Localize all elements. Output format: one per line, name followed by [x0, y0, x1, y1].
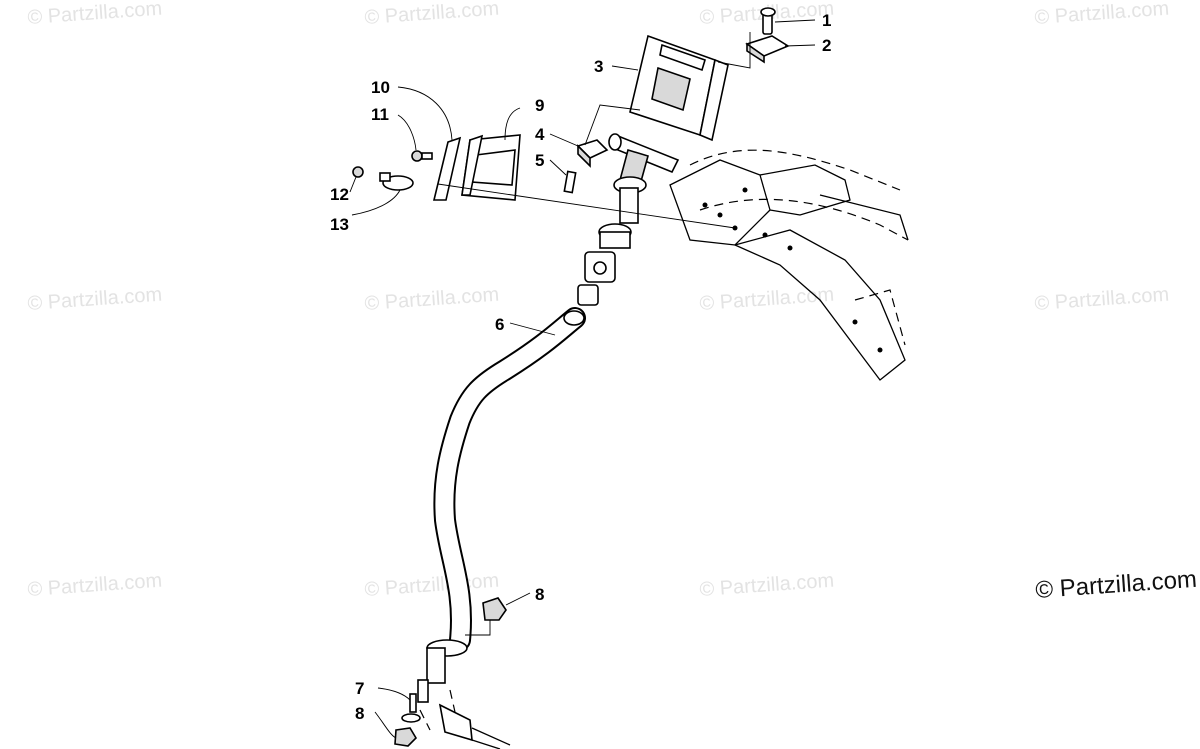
watermark: © Partzilla.com — [699, 570, 835, 601]
callout-6: 6 — [495, 315, 504, 334]
callout-11: 11 — [371, 105, 389, 124]
steering-mount-bracket — [629, 34, 729, 142]
callout-13: 13 — [330, 215, 349, 234]
watermark-grid: © Partzilla.com © Partzilla.com © Partzi… — [27, 0, 1170, 601]
mount-plate — [432, 136, 462, 201]
screw-12 — [352, 166, 364, 178]
upper-column — [598, 187, 639, 249]
callouts: 1 2 3 4 5 6 7 8 8 9 10 11 12 13 — [330, 11, 831, 723]
column-cover — [461, 134, 521, 201]
washer — [401, 713, 421, 723]
nut-middle — [482, 597, 507, 621]
watermark: © Partzilla.com — [364, 284, 500, 315]
clip-13 — [379, 172, 414, 191]
lower-collar — [417, 639, 468, 703]
alignment-line — [437, 183, 736, 229]
watermark: © Partzilla.com — [699, 284, 835, 315]
steering-shaft — [433, 307, 586, 651]
universal-joint — [577, 251, 616, 306]
watermark: © Partzilla.com — [27, 0, 163, 29]
clamp-middle — [576, 139, 609, 168]
watermark: © Partzilla.com — [27, 284, 163, 315]
bolt-middle — [563, 170, 577, 194]
bolt-top — [760, 7, 776, 35]
callout-8-upper: 8 — [535, 585, 544, 604]
stud-bolt — [409, 693, 417, 713]
callout-4: 4 — [535, 125, 545, 144]
callout-5: 5 — [535, 151, 544, 170]
watermark: © Partzilla.com — [364, 0, 500, 29]
screw-11 — [411, 150, 433, 162]
leader-lines — [349, 19, 816, 739]
watermark: © Partzilla.com — [364, 570, 500, 601]
callout-7: 7 — [355, 679, 364, 698]
t-handle — [608, 133, 680, 194]
callout-8-lower: 8 — [355, 704, 364, 723]
lower-nut — [394, 727, 418, 747]
watermark: © Partzilla.com — [1034, 0, 1170, 29]
callout-9: 9 — [535, 96, 544, 115]
callout-2: 2 — [822, 36, 831, 55]
callout-3: 3 — [594, 57, 603, 76]
watermark: © Partzilla.com — [1034, 284, 1170, 315]
clamp-top — [745, 35, 790, 64]
callout-1: 1 — [822, 11, 831, 30]
vehicle-frame — [669, 149, 909, 381]
watermark-main: © Partzilla.com — [1035, 566, 1198, 604]
lower-linkage — [419, 689, 511, 749]
callout-10: 10 — [371, 78, 390, 97]
watermark: © Partzilla.com — [27, 570, 163, 601]
callout-12: 12 — [330, 185, 349, 204]
